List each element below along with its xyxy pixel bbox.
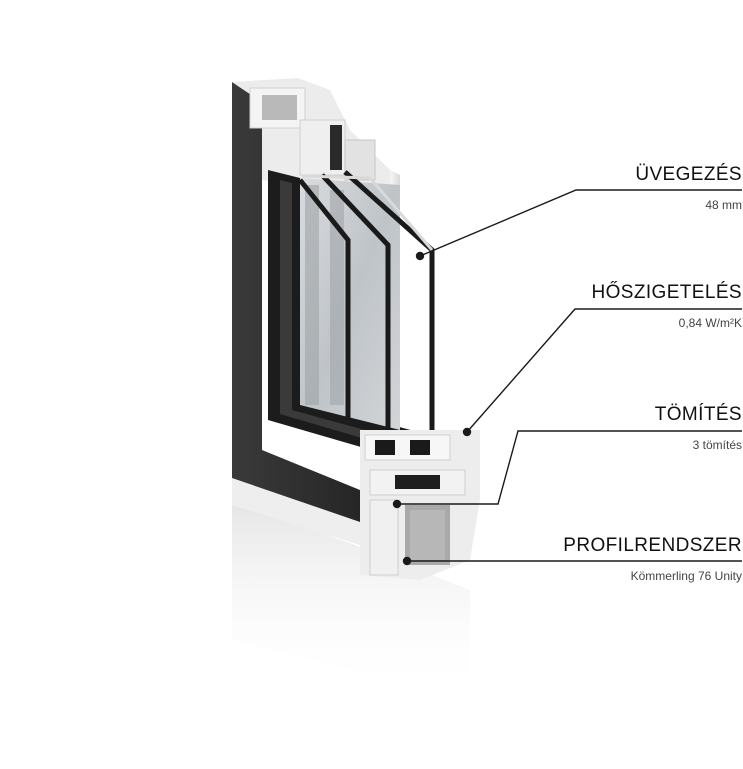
leader-line-glazing — [419, 189, 742, 257]
callout-subtitle: 3 tömítés — [692, 438, 742, 452]
callout-subtitle: 48 mm — [705, 198, 742, 212]
callout-subtitle: 0,84 W/m²K — [678, 316, 742, 330]
callout-glazing: ÜVEGEZÉS 48 mm — [635, 164, 742, 212]
callout-seal: TÖMÍTÉS 3 tömítés — [655, 404, 742, 452]
callout-profile-system: PROFILRENDSZER Kömmerling 76 Unity — [563, 535, 742, 583]
callout-title: TÖMÍTÉS — [654, 404, 742, 425]
leader-dot-insulation — [462, 427, 472, 437]
leader-dot-profile — [402, 556, 412, 566]
top-profile-section — [232, 78, 395, 200]
frame-bottom-white-edge — [232, 478, 360, 545]
floor-reflection — [232, 500, 470, 700]
callout-subtitle: Kömmerling 76 Unity — [630, 569, 742, 583]
callout-title: PROFILRENDSZER — [563, 535, 742, 556]
frame-outer-face — [232, 82, 360, 522]
callout-insulation: HŐSZIGETELÉS 0,84 W/m²K — [591, 282, 742, 330]
leader-dot-seal — [392, 499, 402, 509]
callout-title: ÜVEGEZÉS — [635, 164, 742, 185]
leader-lines — [392, 189, 742, 566]
bottom-profile-section — [360, 430, 480, 580]
glazing-panes — [298, 170, 435, 438]
callout-title: HŐSZIGETELÉS — [591, 282, 742, 303]
leader-line-seal — [397, 430, 742, 505]
leader-line-insulation — [466, 308, 742, 433]
leader-dot-glazing — [415, 251, 425, 261]
